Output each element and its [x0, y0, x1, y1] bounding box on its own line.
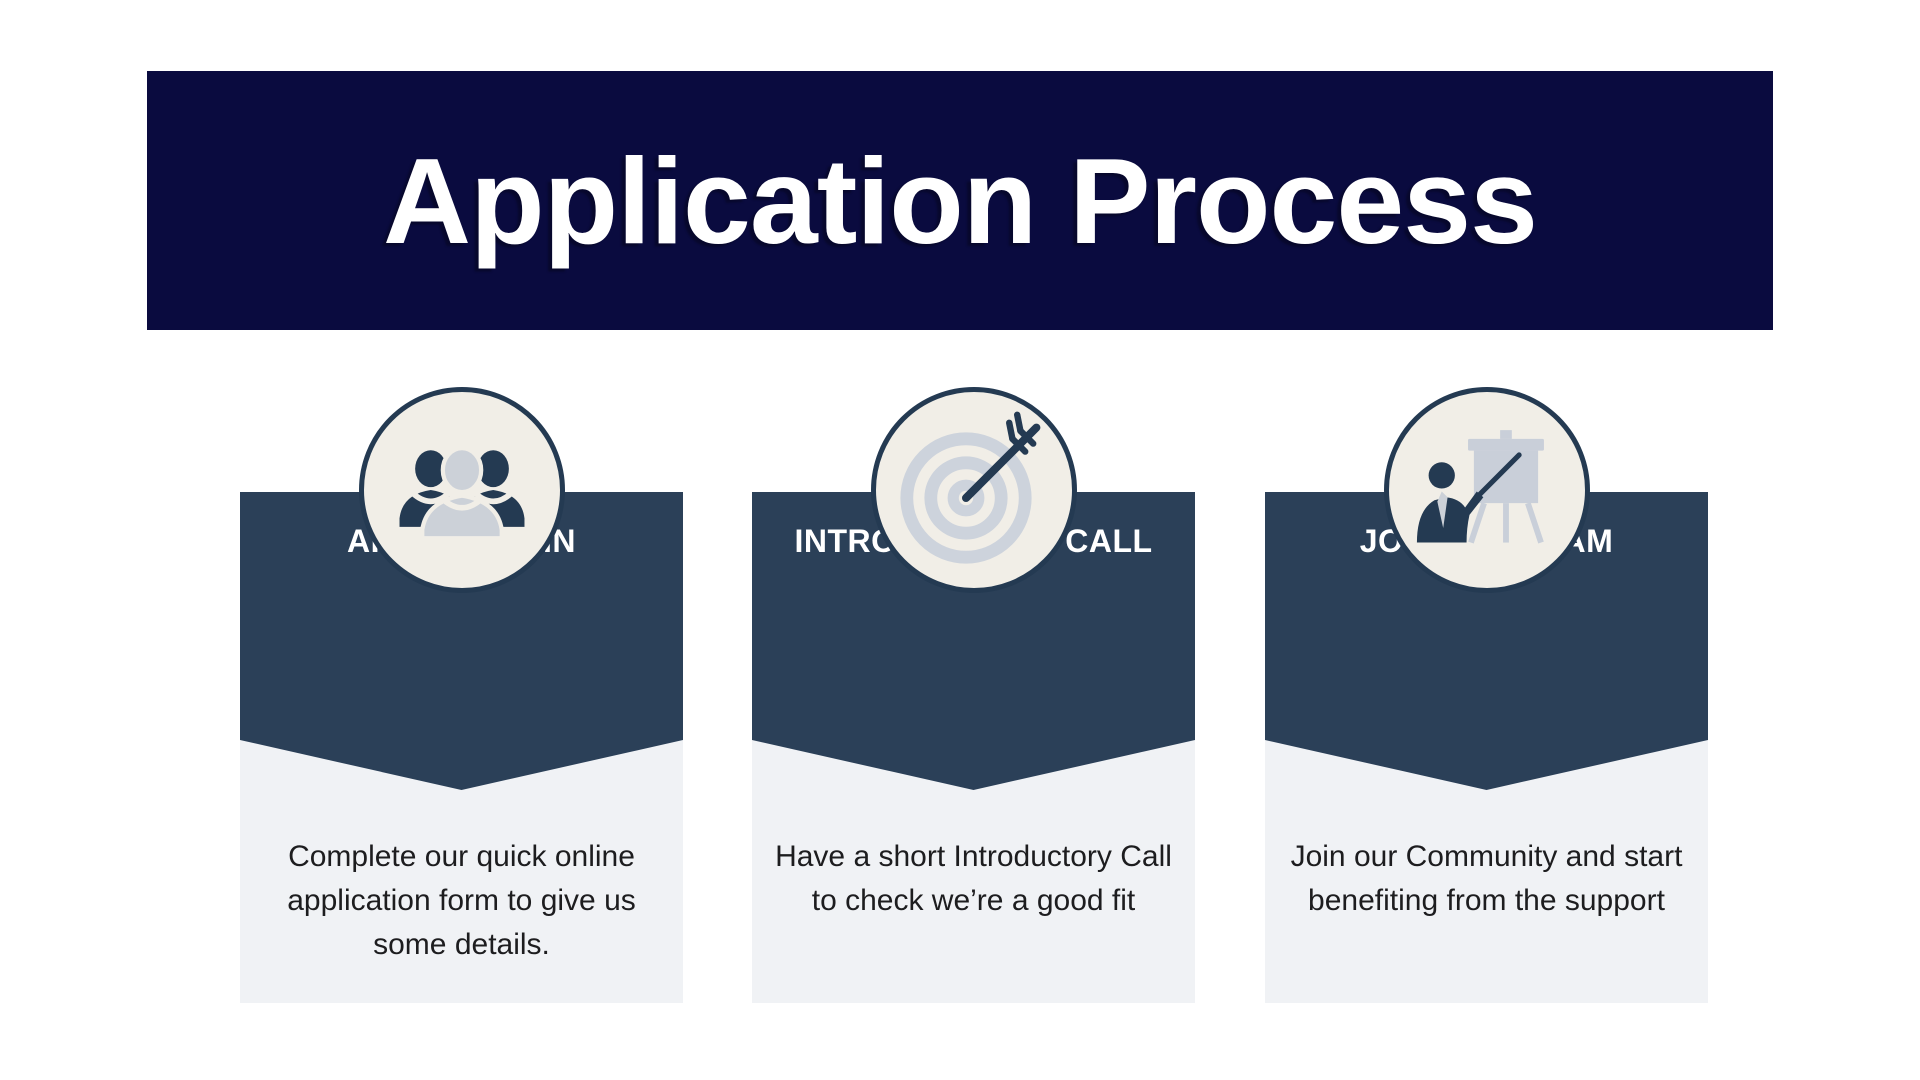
step-icon-circle: [870, 387, 1077, 593]
step-panel: Have a short Introductory Call to check …: [752, 740, 1195, 1003]
step-panel: Complete our quick online application fo…: [240, 740, 683, 1003]
step-description: Complete our quick online application fo…: [287, 840, 636, 961]
step-card-apply: Complete our quick online application fo…: [240, 387, 683, 1003]
step-icon-circle: [1383, 387, 1590, 593]
people-group-icon: [391, 419, 533, 561]
step-description: Have a short Introductory Call to check …: [775, 840, 1172, 917]
presentation-board-icon: [1414, 417, 1560, 563]
step-card-introductory-call: Have a short Introductory Call to check …: [752, 387, 1195, 1003]
step-icon-circle: [358, 387, 565, 593]
header-banner: Application Process: [147, 71, 1773, 330]
page-title: Application Process: [383, 132, 1538, 269]
step-description: Join our Community and start benefiting …: [1290, 840, 1683, 917]
target-arrow-icon: [894, 410, 1054, 570]
step-card-join-team: Join our Community and start benefiting …: [1265, 387, 1708, 1003]
